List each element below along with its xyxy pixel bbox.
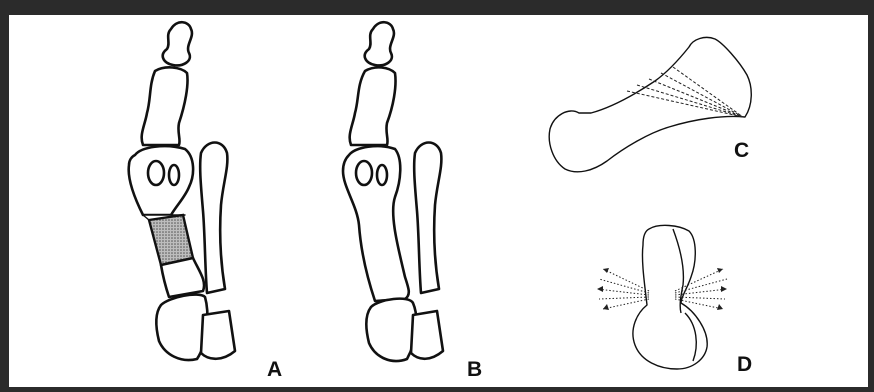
- label-c: C: [734, 139, 749, 163]
- medial-cuneiform-b: [366, 299, 416, 361]
- label-a: A: [267, 358, 282, 382]
- second-metatarsal-b: [414, 143, 441, 294]
- sesamoid-medial-a: [148, 161, 164, 185]
- osteotomy-wedge: [149, 215, 193, 265]
- figure-panel: A B C D: [9, 15, 868, 387]
- second-metatarsal-a: [200, 143, 227, 294]
- proximal-phalanx-b: [350, 67, 396, 145]
- distal-phalanx-b: [365, 22, 394, 65]
- metatarsal-shaft-lower-a: [161, 258, 204, 297]
- metatarsal-b: [343, 146, 409, 301]
- bone-diagram: [9, 15, 868, 387]
- bone-axial-d: [597, 225, 727, 369]
- sesamoid-lateral-a: [169, 165, 179, 185]
- label-d: D: [737, 353, 752, 377]
- first-metatarsal-lateral-c: [549, 37, 751, 171]
- foot-corrected-b: [343, 22, 443, 361]
- intermediate-cuneiform-a: [201, 311, 235, 359]
- proximal-phalanx-a: [142, 67, 188, 145]
- intermediate-cuneiform-b: [411, 311, 443, 359]
- sesamoid-medial-b: [356, 161, 372, 185]
- medial-cuneiform-a: [156, 295, 207, 360]
- label-b: B: [467, 358, 482, 382]
- sesamoid-lateral-b: [377, 165, 387, 185]
- foot-osteotomy-a: [129, 22, 235, 360]
- distal-phalanx-a: [163, 22, 192, 65]
